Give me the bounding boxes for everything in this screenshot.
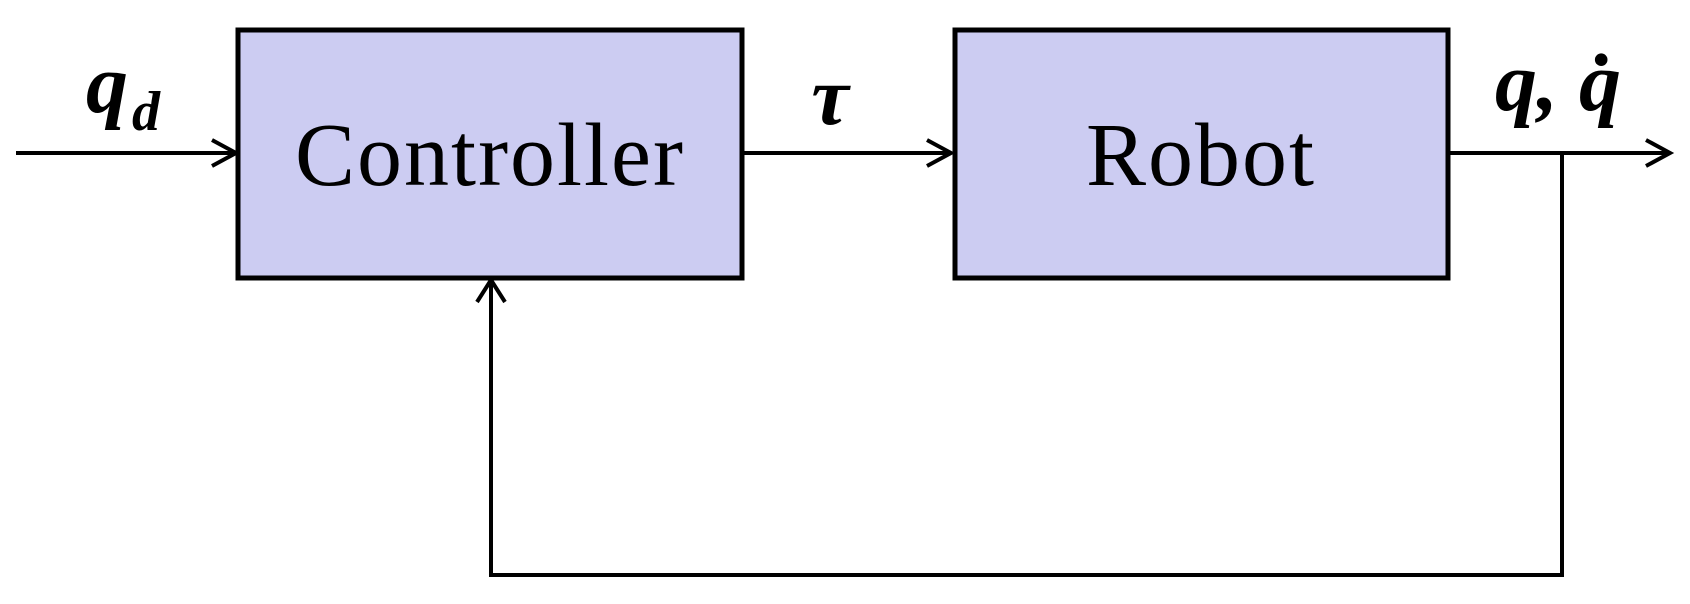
feedback-arrowhead-icon: [475, 276, 507, 304]
robot-block: [952, 27, 1451, 281]
input-arrowhead-icon: [211, 138, 241, 168]
robot-label: Robot: [1086, 106, 1316, 205]
feedback-wire: [489, 153, 1564, 577]
torque-arrowhead-icon: [926, 138, 956, 168]
output-signal-label: q, q̇: [1495, 36, 1621, 129]
output-arrowhead-icon: [1645, 138, 1675, 168]
input-signal-label: q: [86, 38, 128, 131]
controller-block: [235, 27, 745, 281]
controller-label: Controller: [295, 106, 685, 205]
torque-signal-label: τ: [811, 50, 851, 143]
input-signal-subscript: d: [132, 81, 161, 143]
